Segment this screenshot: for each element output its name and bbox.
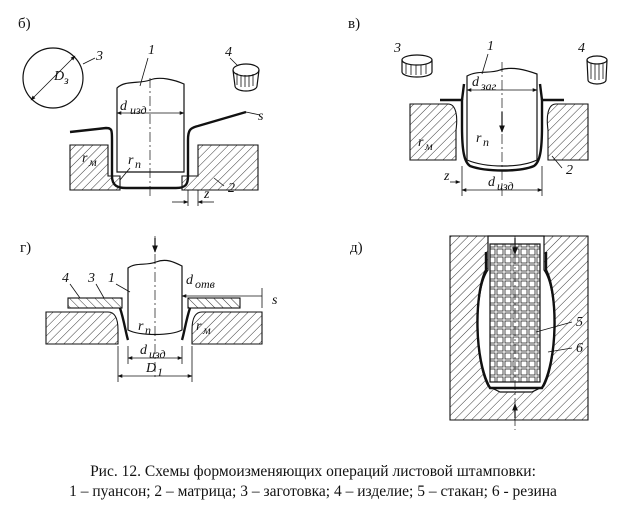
die-g <box>45 311 263 345</box>
sheet-v <box>440 83 564 172</box>
d-label-5: 5 <box>576 315 583 330</box>
b-label-3: 3 <box>95 49 103 64</box>
panel-b-tag: б) <box>18 16 31 32</box>
b-rp-sub: п <box>135 157 141 171</box>
v-rm-sub: м <box>424 139 433 153</box>
g-do-label: d <box>186 273 194 288</box>
g-D1-sub: 1 <box>157 365 163 379</box>
panel-v: в) 3 4 1 d заг <box>348 16 608 196</box>
punch-b: 1 d изд <box>116 43 185 198</box>
g-rm-sub: м <box>202 323 211 337</box>
v-dz-sub: заг <box>480 79 497 93</box>
blank-ring-icon: 3 <box>393 41 433 78</box>
b-label-2: 2 <box>228 181 235 196</box>
g-rp-sub: п <box>145 323 151 337</box>
g-rm-label: r <box>196 319 202 334</box>
v-rp-sub: п <box>483 135 489 149</box>
g-do-sub: отв <box>195 277 215 291</box>
v-di-label: d <box>488 175 496 190</box>
v-rp-label: r <box>476 131 482 146</box>
figure-caption-title: Рис. 12. Схемы формоизменяющих операций … <box>90 463 536 480</box>
g-di-label: d <box>140 343 148 358</box>
product-ring-icon: 4 <box>578 41 608 85</box>
g-label-1: 1 <box>108 271 115 286</box>
v-label-1: 1 <box>487 39 494 54</box>
b-d-label: d <box>120 99 128 114</box>
g-label-4: 4 <box>62 271 69 286</box>
v-di-sub: изд <box>497 179 514 193</box>
b-label-1: 1 <box>148 43 155 58</box>
d-label-6: 6 <box>576 341 583 356</box>
b-s-label: s <box>258 109 264 124</box>
b-z-label: z <box>203 187 210 202</box>
panel-d: д) 5 6 <box>350 235 589 430</box>
b-rm-label: r <box>82 151 88 166</box>
sheet-g <box>67 297 241 341</box>
v-dz-label: d <box>472 75 480 90</box>
die-b <box>69 144 259 191</box>
g-rp-label: r <box>138 319 144 334</box>
panel-g-tag: г) <box>20 240 31 256</box>
die-v <box>409 103 589 161</box>
v-label-4: 4 <box>578 41 585 56</box>
panel-v-tag: в) <box>348 16 360 32</box>
sheet-b: s <box>69 109 264 190</box>
v-rm-label: r <box>418 135 424 150</box>
b-rp-label: r <box>128 153 134 168</box>
cup-d <box>476 252 556 390</box>
b-D-sub: з <box>63 73 69 87</box>
punch-g: 1 <box>108 236 183 380</box>
g-D1-label: D <box>145 361 156 376</box>
g-label-3: 3 <box>87 271 95 286</box>
g-di-sub: изд <box>149 347 166 361</box>
v-label-2: 2 <box>566 163 573 178</box>
panel-d-tag: д) <box>350 240 363 256</box>
figure-drawing: б) D з 3 4 1 d изд <box>18 16 608 430</box>
b-D-label: D <box>53 69 64 84</box>
punch-v: 1 d заг <box>466 39 538 196</box>
g-s-label: s <box>272 293 278 308</box>
b-d-sub: изд <box>130 103 147 117</box>
product-cup-icon: 4 <box>225 45 260 92</box>
blank-circle: D з 3 <box>22 47 103 109</box>
v-label-3: 3 <box>393 41 401 56</box>
v-z-label: z <box>443 169 450 184</box>
b-label-4: 4 <box>225 45 232 60</box>
panel-g: г) 1 d отв s r п r м <box>20 236 278 382</box>
panel-b: б) D з 3 4 1 d изд <box>18 16 264 206</box>
b-rm-sub: м <box>88 155 97 169</box>
figure-caption-legend: 1 – пуансон; 2 – матрица; 3 – заготовка;… <box>69 483 557 500</box>
